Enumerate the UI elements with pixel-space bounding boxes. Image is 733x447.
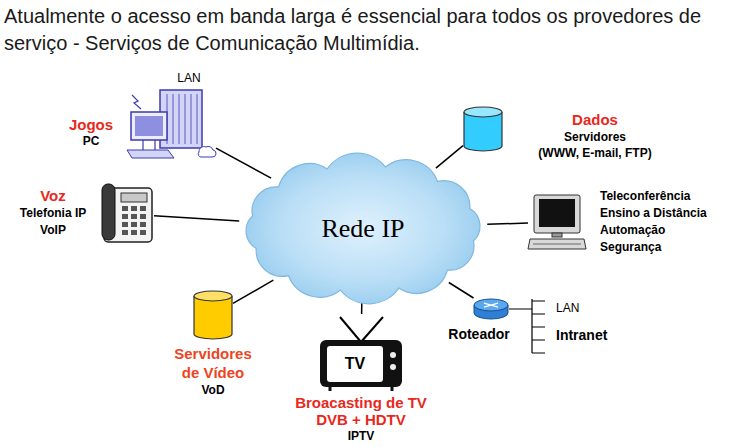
diagram-title: Atualmente o acesso em banda larga é ess…: [4, 3, 729, 57]
cloud-node: Rede IP: [232, 150, 494, 307]
icon-node: TeleconferênciaEnsino a DistânciaAutomaç…: [528, 193, 586, 251]
phone-icon: [102, 184, 152, 242]
icon-node: Roteador: [473, 298, 509, 320]
computer-keyboard: [528, 239, 586, 249]
cylinder-top: [464, 107, 502, 117]
cylinder-body: [194, 296, 232, 339]
connector-line: [487, 223, 528, 224]
node-text: LAN: [166, 71, 212, 85]
connector-line: [361, 303, 363, 314]
computer-stand: [552, 233, 562, 237]
tv-knob: [390, 364, 396, 370]
node-text: Segurança: [600, 240, 661, 254]
node-text: IPTV: [329, 429, 393, 443]
monitor-stand: [143, 140, 155, 150]
network-label: Intranet: [556, 327, 607, 344]
computer-screen: [539, 199, 575, 227]
computer-icon: [528, 195, 586, 249]
lan-bus: [509, 299, 545, 353]
pc-monitor: [131, 112, 167, 140]
cylinder-body: [464, 112, 502, 151]
tv-icon: [320, 317, 402, 391]
connector-line: [154, 216, 239, 221]
node-text: Automação: [600, 223, 665, 237]
node-text: Roteador: [443, 326, 515, 343]
node-text: Dados: [535, 111, 655, 129]
connector-line: [233, 280, 273, 303]
phone-display: [121, 193, 147, 202]
node-text: Broacasting de TV DVB + HDTV: [286, 394, 436, 428]
data-server-icon: [464, 107, 502, 151]
router-icon: [474, 299, 508, 319]
node-text: (WWW, E-mail, FTP): [515, 146, 675, 160]
node-text: Rede IP: [232, 213, 494, 244]
tower-grille: [167, 94, 197, 144]
connector-line: [216, 148, 271, 178]
connector-line: [436, 146, 463, 168]
icon-node: Servidores de VídeoVoD: [193, 290, 233, 340]
node-text: Ensino a Distância: [600, 206, 707, 220]
connector-line: [449, 282, 474, 298]
icon-node: VozTelefonia IP VoIP: [100, 183, 154, 245]
router-top: [474, 299, 508, 311]
node-text: Servidores: [535, 130, 655, 144]
node-text: Voz: [20, 187, 86, 205]
tv-feet: [330, 387, 392, 391]
node-text: TV: [327, 355, 383, 373]
icon-node: LANJogosPC: [128, 88, 216, 160]
pc-icon: [127, 90, 216, 158]
router-arrows: [484, 303, 498, 307]
cylinder-top: [194, 291, 232, 301]
pc-keyboard: [127, 150, 174, 158]
node-text: PC: [58, 134, 124, 148]
keyboard-keys: [533, 244, 581, 245]
video-server-icon: [194, 291, 232, 339]
node-text: Servidores de Vídeo: [168, 344, 258, 382]
node-text: Telefonia IP VoIP: [10, 205, 96, 239]
mouse-cloud: [198, 146, 216, 157]
node-text: Jogos: [58, 116, 124, 134]
network-label: LAN: [556, 301, 579, 315]
tv-screen: [327, 346, 383, 382]
node-text: VoD: [180, 383, 246, 397]
tv-body: [320, 340, 402, 387]
tv-antenna: [340, 317, 383, 342]
computer-monitor: [534, 195, 580, 233]
signal-zigzag: [132, 95, 141, 109]
phone-keypad: [122, 206, 146, 235]
node-text: Teleconferência: [600, 189, 690, 203]
icon-node: TVBroacasting de TV DVB + HDTVIPTV: [318, 314, 404, 392]
icon-node: DadosServidores(WWW, E-mail, FTP): [463, 106, 503, 152]
pc-screen: [135, 116, 163, 136]
phone-handset: [102, 184, 115, 240]
tv-knob: [390, 352, 396, 358]
